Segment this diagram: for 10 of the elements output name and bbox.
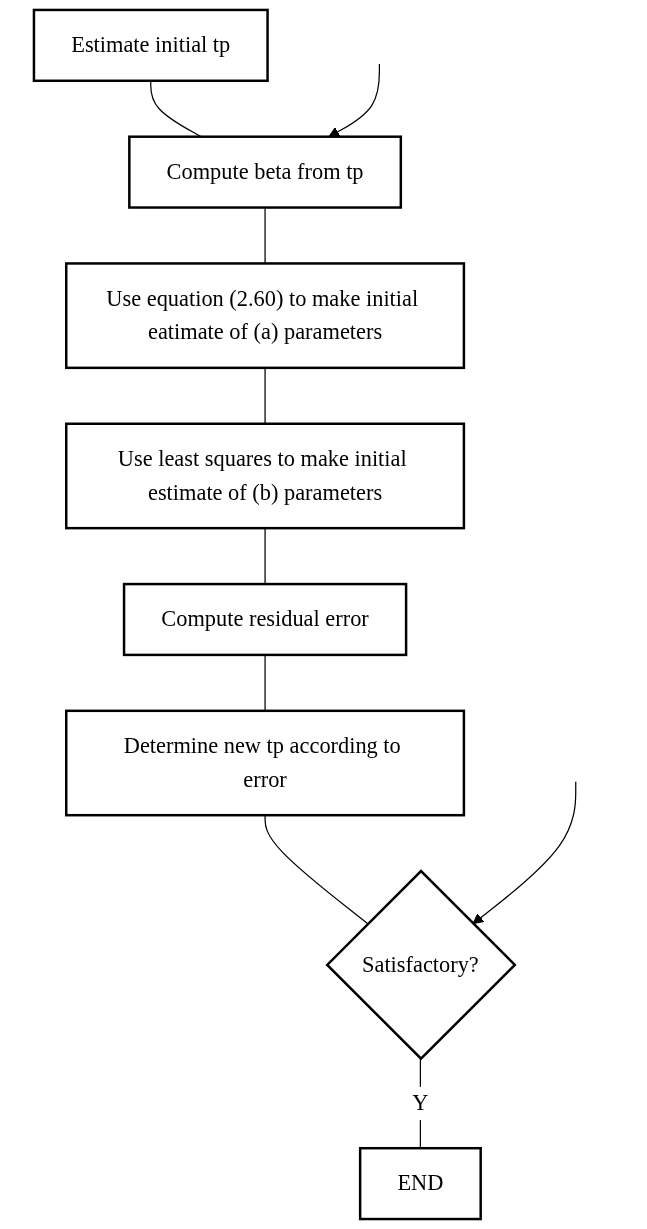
node-diamond <box>325 869 517 1061</box>
node-box <box>65 422 466 530</box>
node-box <box>358 1146 482 1221</box>
node-box <box>122 582 408 657</box>
node-box <box>32 8 269 83</box>
node-box <box>65 262 466 370</box>
flowchart-diagram: Y Estimate initial tp Compute beta from tp Use equation (2.60) to make initial eatimate of (a) parameters Use least squares to make initial estimate of (b) parameters Compute residual error Determine new tp according to error Satisfactory? END <box>24 0 623 1229</box>
node-box <box>65 709 466 817</box>
node-box <box>128 135 403 209</box>
arrow <box>472 781 577 925</box>
